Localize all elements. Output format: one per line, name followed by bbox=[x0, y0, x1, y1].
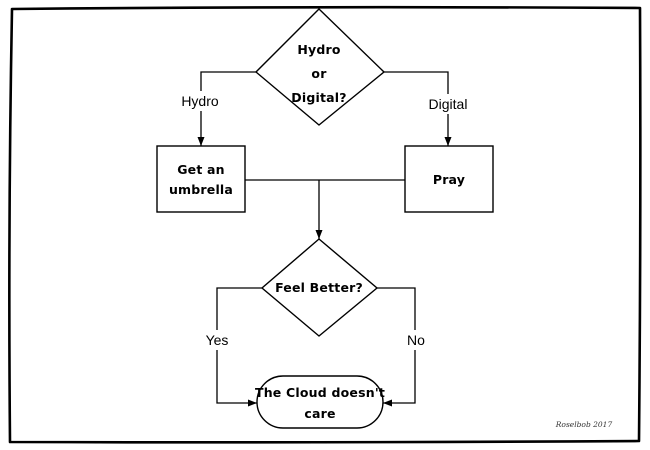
decision-top-line-1: Hydro bbox=[297, 42, 341, 57]
edge-hydro bbox=[197, 71, 256, 146]
terminal-line-1: The Cloud doesn't bbox=[255, 385, 385, 400]
signature: Roselbob 2017 bbox=[555, 420, 613, 429]
pray-line-1: Pray bbox=[433, 172, 465, 187]
decision-top-line-2: or bbox=[311, 66, 327, 81]
terminal-cloud-doesnt-care bbox=[256, 375, 384, 429]
get-umbrella-line-1: Get an bbox=[177, 162, 225, 177]
decision-hydro-or-digital bbox=[254, 8, 386, 126]
edge-label-hydro: Hydro bbox=[181, 93, 219, 109]
decision-feel-better bbox=[260, 238, 379, 337]
outer-frame bbox=[8, 5, 642, 444]
terminal-line-2: care bbox=[304, 406, 335, 421]
feel-better-line-1: Feel Better? bbox=[275, 280, 363, 295]
edge-label-yes: Yes bbox=[206, 332, 229, 348]
edge-label-no: No bbox=[407, 332, 425, 348]
get-umbrella-line-2: umbrella bbox=[169, 182, 233, 197]
edge-digital bbox=[384, 71, 452, 146]
process-get-umbrella bbox=[156, 145, 246, 213]
process-pray bbox=[404, 145, 494, 213]
decision-top-line-3: Digital? bbox=[291, 90, 346, 105]
edge-label-digital: Digital bbox=[429, 96, 468, 112]
